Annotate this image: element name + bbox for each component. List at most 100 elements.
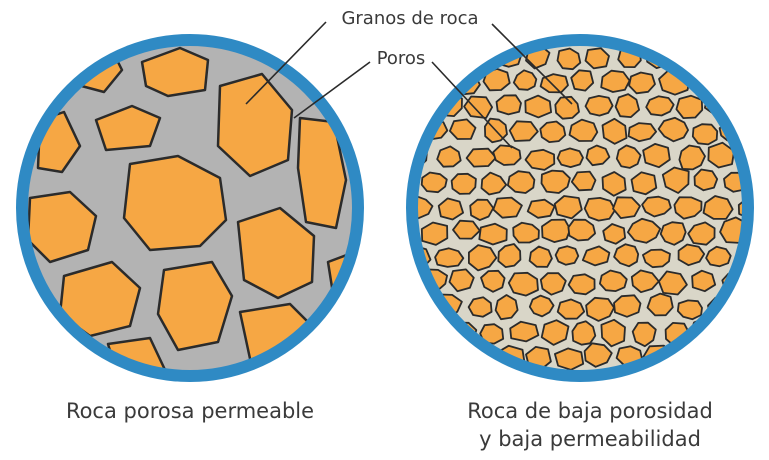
rock-grain <box>631 321 657 348</box>
rock-grain <box>661 166 690 194</box>
rock-grain <box>630 269 660 294</box>
rock-grain <box>600 69 631 93</box>
grains-label: Granos de roca <box>341 8 478 29</box>
rock-grain <box>122 154 228 252</box>
rock-grain <box>506 170 536 194</box>
rock-grain <box>492 196 523 219</box>
rock-grain <box>570 69 595 92</box>
rock-grain <box>216 72 294 178</box>
right-caption-line2: y baja permeabilidad <box>479 427 701 451</box>
rock-grain <box>467 296 493 318</box>
rock-grain <box>553 195 583 220</box>
rock-grain <box>568 118 599 142</box>
rock-grain <box>583 196 617 222</box>
rock-grain <box>524 94 552 119</box>
rock-grain <box>140 46 210 98</box>
rock-grain <box>539 272 567 296</box>
rock-grain <box>584 47 610 70</box>
rock-grain <box>628 71 656 95</box>
rock-grain <box>448 268 475 293</box>
low-porosity-rock-circle <box>406 34 754 382</box>
leader-lines <box>245 21 573 149</box>
rock-grain <box>675 94 704 119</box>
rock-grain <box>601 171 627 197</box>
rock-grain <box>641 195 672 218</box>
rock-grain <box>571 320 597 346</box>
rock-grain <box>420 221 449 246</box>
rock-grain <box>613 243 640 268</box>
porous-rock-circle <box>16 34 364 382</box>
rock-grain <box>541 218 572 244</box>
right-caption-line1: Roca de baja porosidad <box>467 399 713 423</box>
rock-grain <box>509 320 540 343</box>
outer-ring <box>16 34 364 382</box>
rock-grain <box>467 244 498 272</box>
rock-grain <box>480 171 508 196</box>
rock-grain <box>691 269 717 293</box>
rock-grain <box>450 172 477 195</box>
rock-grain <box>420 171 448 194</box>
grains-leader-right <box>491 23 573 105</box>
rock-grain <box>479 323 505 345</box>
rock-grain <box>646 292 674 317</box>
rock-grain <box>482 68 511 92</box>
rock-grain <box>554 245 580 266</box>
rock-grain <box>615 144 642 169</box>
rock-grain <box>702 195 734 220</box>
rock-grain <box>691 123 719 146</box>
rock-grain <box>584 95 614 117</box>
rock-grain <box>581 245 611 267</box>
rock-grain <box>602 223 626 245</box>
rock-grain <box>678 144 706 171</box>
left-caption: Roca porosa permeable <box>66 399 314 423</box>
rock-grain <box>508 120 539 142</box>
rock-grain <box>524 148 556 171</box>
rock-grain <box>567 218 596 242</box>
rock-grain <box>540 319 570 346</box>
rock-grain <box>627 217 662 244</box>
grains-leader-left <box>245 21 327 105</box>
rock-grain <box>658 270 688 296</box>
rock-grain <box>434 247 465 268</box>
pores-leader-right <box>431 61 513 149</box>
rock-grain <box>614 93 640 118</box>
rock-grain <box>495 94 522 116</box>
rock-grain <box>540 169 571 194</box>
rock-grain <box>583 342 613 368</box>
rock-grain <box>497 243 522 269</box>
rock-grain <box>705 245 732 268</box>
rock-grain <box>512 221 540 244</box>
rock-grain <box>512 69 538 91</box>
rock-grain <box>554 95 580 120</box>
rock-grain <box>539 120 567 144</box>
rock-grain <box>156 260 234 352</box>
rock-grain <box>599 269 628 293</box>
rock-grain <box>436 145 462 168</box>
rock-grain <box>452 219 481 240</box>
rock-grain <box>659 221 687 246</box>
rock-grain <box>600 318 626 348</box>
rock-grain <box>437 197 465 221</box>
rock-grain <box>567 273 596 296</box>
rock-grain <box>601 117 628 145</box>
rock-grain <box>585 296 615 322</box>
rock-grain <box>480 269 506 293</box>
rock-grain <box>556 298 586 320</box>
rock-grain <box>507 271 539 297</box>
rock-grain <box>556 147 584 169</box>
rock-grain <box>642 248 671 269</box>
rock-grain <box>528 294 555 318</box>
pores-leader-left <box>293 61 371 119</box>
rock-grain <box>570 170 597 192</box>
rock-grain <box>627 122 657 143</box>
rock-grain <box>448 118 477 140</box>
rock-grain <box>612 196 641 220</box>
rock-grain <box>676 299 703 321</box>
rock-grain <box>492 144 522 166</box>
rock-grain <box>554 347 585 371</box>
rock-grain <box>94 104 162 152</box>
rock-grain <box>677 243 706 267</box>
rock-grain <box>693 168 719 192</box>
rock-grain <box>528 245 553 268</box>
